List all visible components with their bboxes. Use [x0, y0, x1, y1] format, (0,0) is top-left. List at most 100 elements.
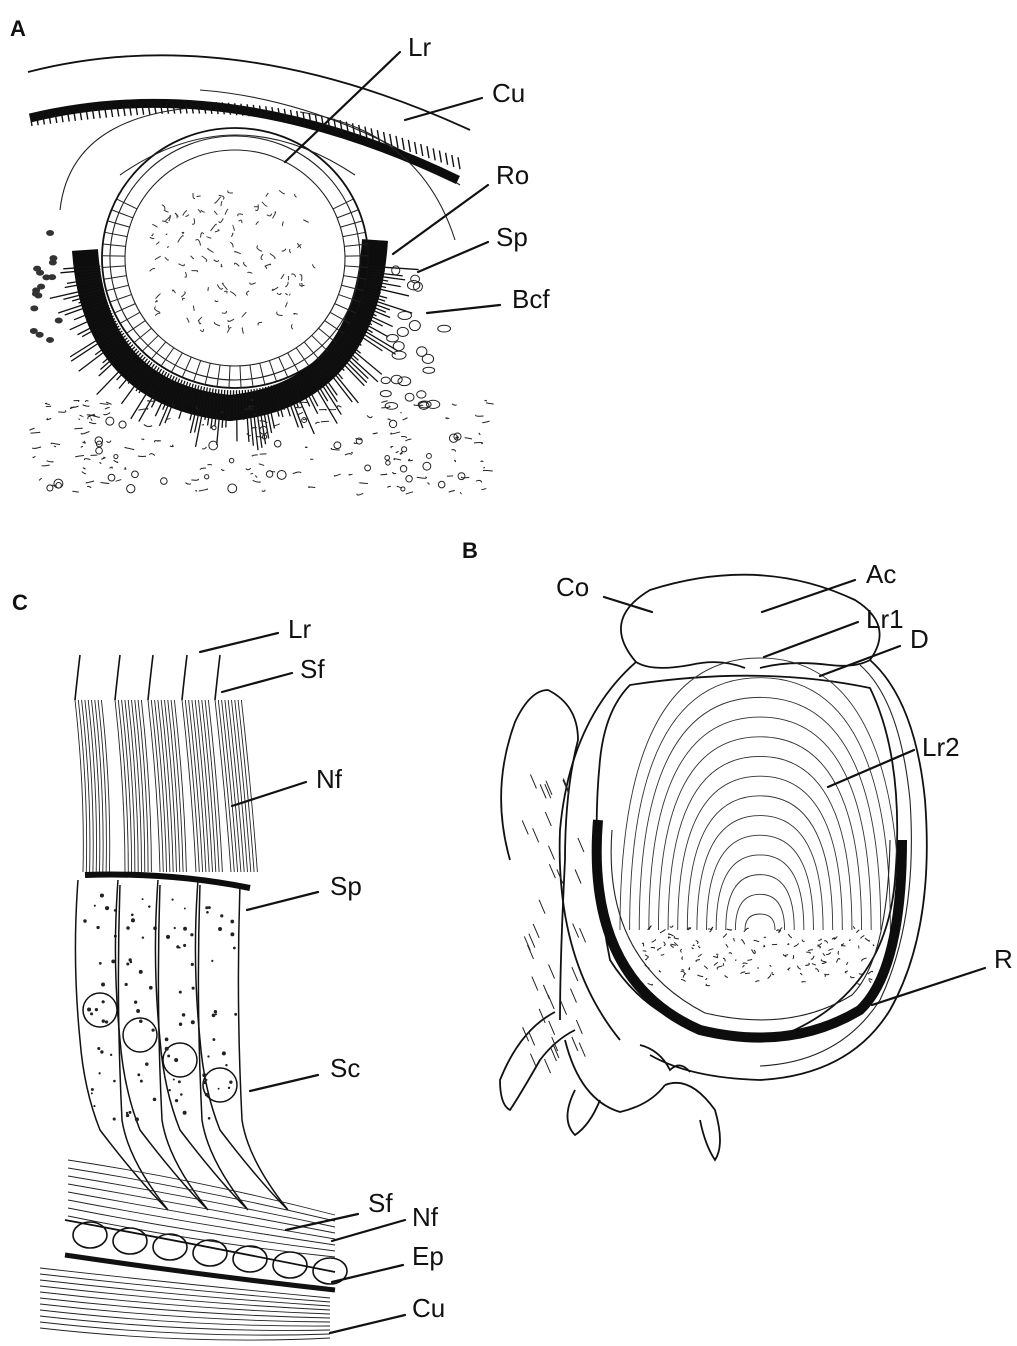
- texture-stroke: [873, 944, 874, 945]
- texture-stroke: [639, 697, 881, 930]
- texture-dot: [398, 377, 411, 386]
- texture-stroke: [533, 828, 539, 842]
- texture-stroke: [68, 1184, 335, 1233]
- texture-dot: [105, 906, 109, 910]
- texture-stroke: [446, 153, 448, 165]
- texture-dot: [380, 391, 391, 397]
- texture-stroke: [487, 403, 494, 404]
- texture-stroke: [193, 306, 194, 311]
- texture-dot: [233, 1246, 267, 1272]
- texture-stroke: [267, 214, 272, 216]
- texture-dot: [149, 986, 153, 990]
- texture-stroke: [428, 482, 430, 484]
- texture-stroke: [433, 148, 435, 160]
- texture-stroke: [265, 266, 267, 269]
- texture-stroke: [579, 1043, 585, 1057]
- texture-dot: [205, 475, 209, 479]
- texture-stroke: [729, 953, 732, 954]
- texture-stroke: [755, 981, 759, 982]
- texture-stroke: [543, 985, 549, 999]
- texture-stroke: [106, 441, 111, 443]
- texture-stroke: [357, 493, 363, 495]
- texture-stroke: [689, 967, 690, 969]
- texture-stroke: [439, 151, 441, 163]
- texture-dot: [207, 1055, 209, 1057]
- texture-stroke: [337, 406, 341, 407]
- texture-dot: [123, 1018, 157, 1052]
- texture-stroke: [120, 312, 140, 323]
- texture-stroke: [229, 325, 232, 328]
- texture-dot: [191, 963, 194, 966]
- texture-stroke: [82, 472, 86, 474]
- panel-a: A Lr Cu Ro Sp Bcf: [10, 16, 550, 495]
- texture-stroke: [802, 939, 804, 941]
- texture-stroke: [869, 980, 871, 983]
- texture-dot: [93, 1105, 95, 1107]
- texture-stroke: [208, 248, 214, 252]
- texture-stroke: [197, 196, 201, 197]
- texture-dot: [233, 947, 236, 950]
- texture-dot: [203, 1068, 237, 1102]
- texture-stroke: [681, 949, 682, 952]
- texture-stroke: [717, 966, 722, 969]
- texture-stroke: [290, 249, 291, 253]
- texture-dot: [46, 337, 54, 343]
- texture-stroke: [575, 870, 581, 884]
- texture-stroke: [768, 975, 771, 979]
- texture-stroke: [754, 940, 759, 941]
- texture-stroke: [481, 489, 486, 490]
- texture-dot: [98, 1072, 100, 1074]
- texture-dot: [108, 474, 115, 481]
- texture-dot: [140, 1080, 143, 1083]
- texture-stroke: [800, 973, 802, 975]
- texture-stroke: [222, 311, 227, 313]
- texture-stroke: [698, 975, 703, 977]
- label-co-b: Co: [556, 572, 589, 602]
- texture-stroke: [745, 914, 775, 930]
- texture-dot: [222, 1051, 226, 1055]
- texture-stroke: [135, 700, 145, 872]
- texture-dot: [208, 1117, 211, 1120]
- texture-stroke: [149, 454, 155, 456]
- texture-dot: [209, 441, 218, 450]
- texture-stroke: [105, 232, 128, 236]
- texture-stroke: [40, 1322, 330, 1335]
- texture-stroke: [808, 950, 813, 951]
- texture-stroke: [841, 944, 845, 946]
- texture-dot: [389, 420, 396, 427]
- texture-stroke: [200, 468, 206, 470]
- texture-dot: [128, 1111, 131, 1114]
- texture-stroke: [47, 418, 51, 419]
- texture-stroke: [155, 307, 161, 313]
- texture-stroke: [449, 490, 455, 492]
- texture-stroke: [242, 328, 243, 334]
- texture-stroke: [170, 445, 173, 447]
- texture-stroke: [227, 329, 229, 333]
- texture-stroke: [699, 946, 701, 948]
- texture-dot: [205, 1079, 207, 1081]
- texture-dot: [229, 458, 233, 462]
- texture-stroke: [273, 424, 279, 426]
- texture-stroke: [282, 221, 283, 225]
- texture-stroke: [156, 242, 159, 245]
- texture-stroke: [162, 221, 168, 223]
- leader-sp-c: [247, 892, 318, 910]
- texture-stroke: [485, 400, 487, 401]
- texture-stroke: [261, 254, 263, 260]
- texture-dot: [96, 926, 99, 929]
- texture-dot: [91, 1092, 93, 1094]
- texture-dot: [391, 375, 402, 384]
- texture-stroke: [201, 233, 204, 238]
- texture-dot: [381, 377, 390, 383]
- texture-stroke: [141, 439, 144, 440]
- texture-stroke: [396, 136, 398, 148]
- texture-stroke: [788, 934, 792, 938]
- texture-stroke: [539, 900, 545, 914]
- texture-stroke: [824, 941, 827, 943]
- texture-stroke: [532, 977, 538, 991]
- label-sf-c: Sf: [300, 654, 325, 684]
- texture-stroke: [465, 438, 472, 439]
- texture-stroke: [33, 456, 35, 457]
- texture-stroke: [192, 218, 194, 224]
- texture-stroke: [657, 947, 661, 950]
